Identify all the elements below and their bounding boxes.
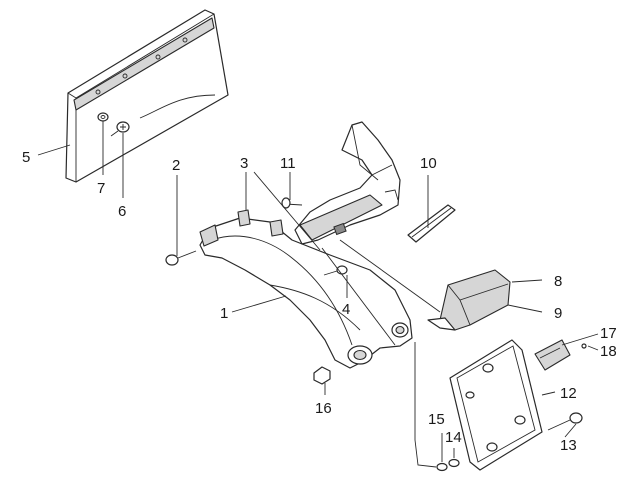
part-13-screw [547,412,583,431]
part-16-nut [313,366,331,385]
callout-8: 8 [554,273,562,290]
callout-6: 6 [118,203,126,220]
leader-lines [37,121,599,468]
part-8-9-reflector [427,269,511,331]
callout-9: 9 [554,305,562,322]
part-12-plate-holder [449,339,543,471]
callout-labels: 1 2 3 4 5 6 7 8 9 10 11 12 13 14 15 16 1… [22,149,617,454]
part-rear-light-housing [294,121,401,245]
callout-15: 15 [428,411,445,428]
callout-13: 13 [560,437,577,454]
callout-4: 4 [342,301,350,318]
part-2-screw [165,250,197,266]
callout-18: 18 [600,343,617,360]
part-7-washer [97,112,109,122]
callout-11: 11 [280,155,296,172]
part-3-clips [237,209,284,237]
part-1-fender-bracket [199,217,413,369]
callout-14: 14 [445,429,462,446]
callout-3: 3 [240,155,248,172]
callout-5: 5 [22,149,30,166]
part-5-mudflap [65,9,229,183]
callout-17: 17 [600,325,617,342]
callout-1: 1 [220,305,228,322]
part-17-18-plate-light [534,339,587,371]
part-14-15-washers [436,458,460,472]
callout-12: 12 [560,385,577,402]
part-10-lens [407,204,456,243]
callout-7: 7 [97,180,105,197]
callout-10: 10 [420,155,437,172]
callout-16: 16 [315,400,332,417]
part-6-screw [110,121,130,137]
part-11-screw [281,197,303,209]
callout-2: 2 [172,157,180,174]
